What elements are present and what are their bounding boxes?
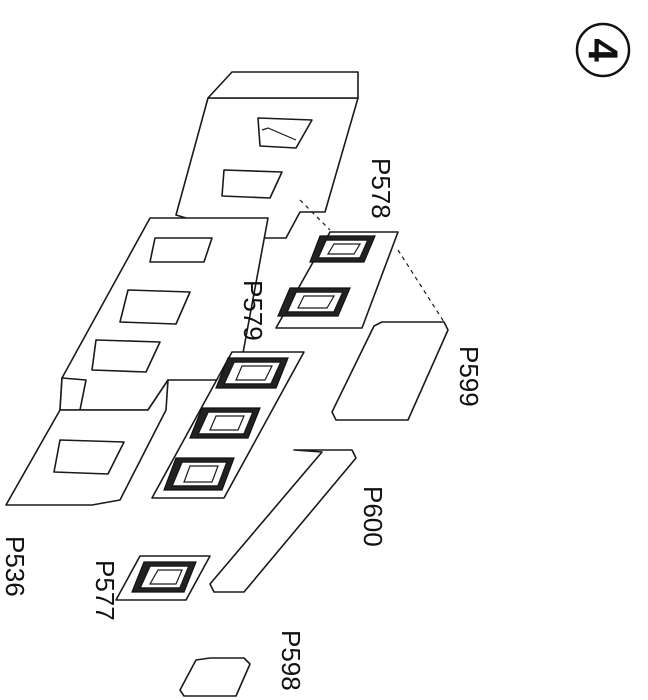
leader-line-1 [299, 199, 331, 231]
step-badge: 4 [575, 22, 631, 78]
latch-3 [215, 357, 289, 389]
latch-4 [189, 407, 261, 439]
upper-panel [175, 71, 359, 239]
label-p536: P536 [0, 536, 30, 597]
label-p579: P579 [238, 280, 268, 341]
latch-5 [163, 457, 235, 491]
step-number: 4 [580, 38, 627, 62]
leader-line-2 [397, 249, 445, 323]
connector-p579 [151, 351, 305, 499]
connector-p577 [115, 555, 211, 601]
lower-panel [5, 379, 169, 506]
label-p599: P599 [454, 346, 484, 407]
label-p577: P577 [90, 560, 120, 621]
pad-p599 [331, 321, 449, 421]
latch-1 [309, 235, 376, 263]
latch-2 [277, 287, 351, 317]
label-p600: P600 [358, 486, 388, 547]
pad-p598 [179, 657, 251, 697]
connector-p578 [275, 231, 399, 329]
label-p598: P598 [276, 630, 306, 691]
label-p578: P578 [366, 158, 396, 219]
pad-p600 [209, 449, 357, 593]
